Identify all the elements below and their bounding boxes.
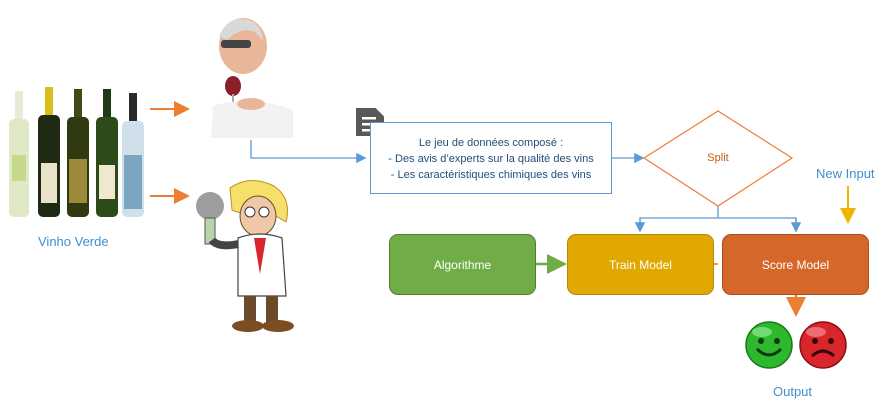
connector-split-branches: [639, 217, 797, 231]
output-label: Output: [773, 384, 813, 399]
algorithme-node: Algorithme: [389, 234, 536, 295]
wine-bottles-icon: [9, 87, 144, 217]
train-model-node: Train Model: [567, 234, 714, 295]
vinho-verde-label: Vinho Verde: [38, 234, 109, 249]
dataset-line-chemistry: - Les caractéristiques chimiques des vin…: [390, 169, 592, 181]
score-model-node: Score Model: [722, 234, 869, 295]
split-diamond: [642, 110, 794, 207]
dataset-title: Le jeu de données composé :: [418, 137, 564, 149]
scientist-icon: [196, 180, 294, 332]
sad-face-icon: [799, 321, 847, 369]
connector-sources-to-dataset: [250, 140, 367, 164]
dataset-line-experts: - Des avis d’experts sur la qualité des …: [388, 153, 594, 165]
happy-face-icon: [745, 321, 793, 369]
new-input-label: New Input: [816, 166, 875, 181]
wine-taster-icon: [203, 6, 298, 138]
dataset-description-box: Le jeu de données composé : - Des avis d…: [370, 122, 612, 194]
split-label: Split: [707, 152, 729, 164]
